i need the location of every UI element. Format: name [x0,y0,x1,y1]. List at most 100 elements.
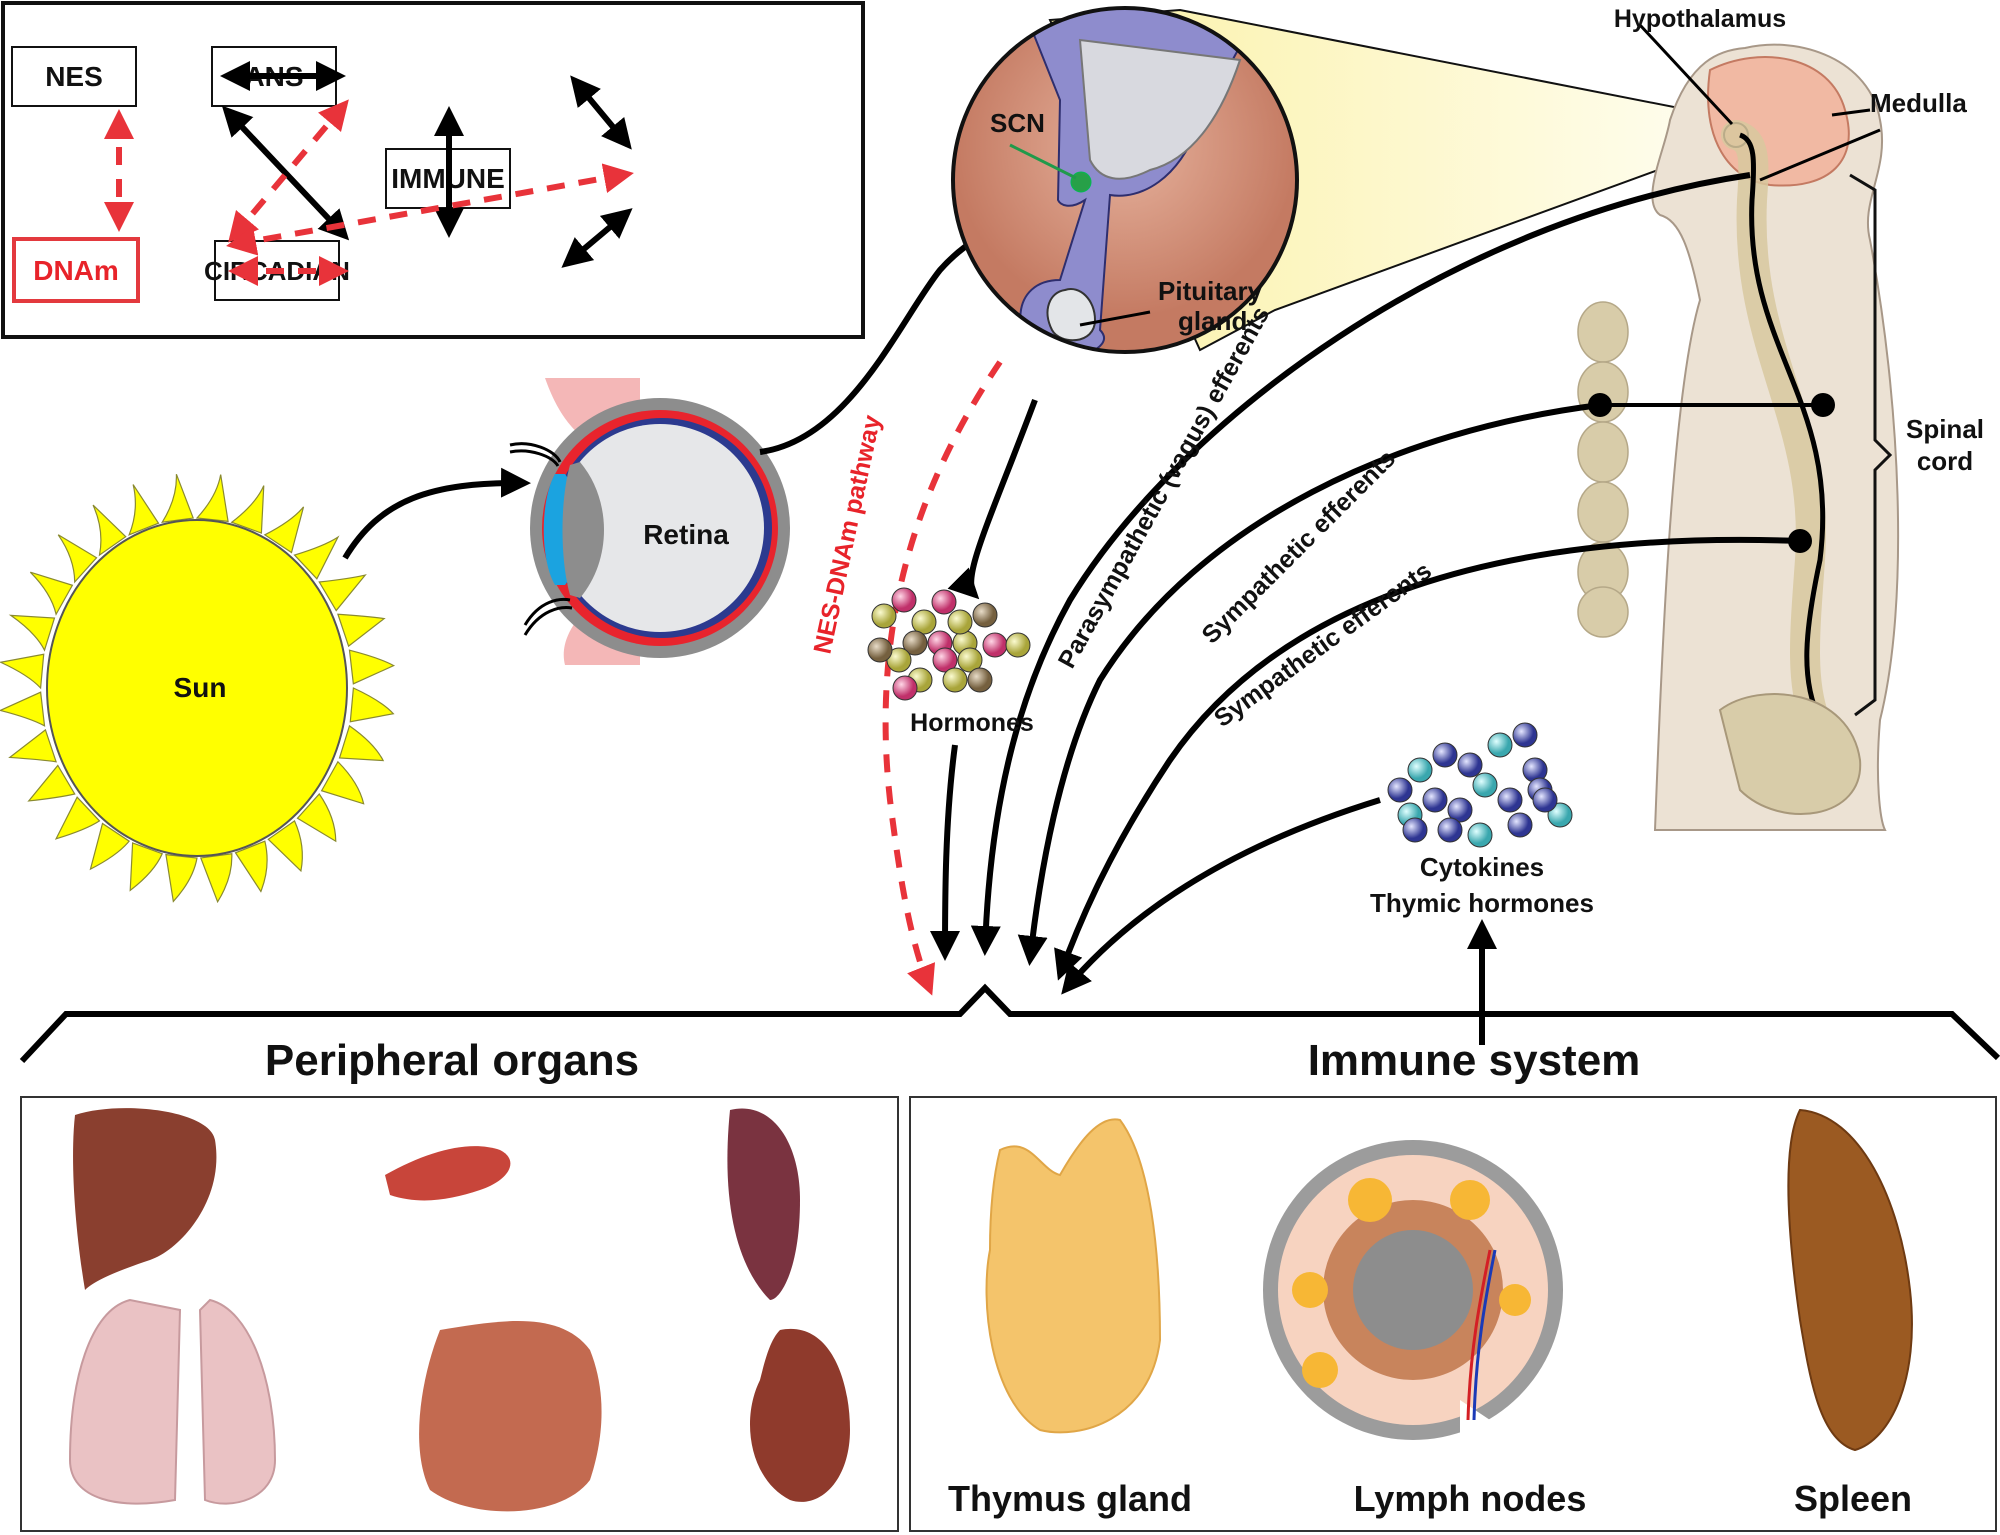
cytokines-to-organs-path [1061,797,1381,995]
sun-ray [349,687,395,723]
sun-illustration: Sun [0,473,396,904]
node-dnam-label: DNAm [33,255,119,286]
cytokine-sphere [1512,722,1538,748]
hormone-sphere [947,609,973,635]
spleen-image [1787,1108,1913,1452]
heart-image [727,1108,800,1300]
cytokine-sphere [1472,772,1498,798]
sun-ray [57,534,98,584]
arrow-dnam-immune [226,163,634,256]
medulla-label: Medulla [1870,88,1967,118]
hormones-label: Hormones [910,709,1034,737]
sun-ray [165,853,198,903]
immune-system-heading: Immune system [1308,1036,1641,1085]
muscle-image [385,1146,511,1201]
hormone-sphere [972,602,998,628]
sun-ray [128,484,160,536]
pituitary-label-line1: Pituitary [1158,276,1263,306]
peripheral-organs-panel [20,1096,899,1532]
cytokine-sphere [1487,732,1513,758]
pituitary-to-hormones-path [947,398,1038,600]
sun-ray [8,728,57,763]
spinal-cord-label-line1: Spinal [1906,414,1984,444]
hormone-sphere [982,632,1008,658]
arrow-ans-immune [570,75,632,150]
thymic-hormones-label: Thymic hormones [1370,888,1594,918]
sympathetic-path-2 [1054,536,1801,981]
sun-ray [338,724,385,762]
sympathetic-path-1 [1017,402,1601,966]
cytokine-sphere [1407,757,1433,783]
sun-ray [195,474,229,523]
intestines-image [419,1321,602,1512]
hormone-sphere [891,587,917,613]
sun-ray [54,796,101,840]
cytokine-sphere [1432,742,1458,768]
lymph-node-image [1263,1140,1563,1460]
sun-label: Sun [174,672,227,703]
sun-ray [8,614,56,652]
sun-ray [0,691,46,727]
sun-ray [267,820,303,873]
cytokine-sphere [1467,822,1493,848]
cytokines-cluster [1387,722,1573,848]
cytokines-label: Cytokines [1420,852,1544,882]
lymph-nodes-label: Lymph nodes [1354,1478,1587,1519]
sun-ray [296,793,337,843]
cytokine-sphere [1422,787,1448,813]
cytokine-sphere [1387,777,1413,803]
hormone-sphere [932,647,958,673]
cytokine-sphere [1532,787,1558,813]
sun-ray [293,535,340,580]
hormone-sphere [902,630,928,656]
cytokine-sphere [1447,797,1473,823]
sun-ray [318,574,367,612]
cytokine-sphere [1507,812,1533,838]
cytokine-sphere [1457,752,1483,778]
sun-ray [320,760,365,805]
eye-illustration: Retina [509,378,790,665]
sun-ray [263,506,305,554]
hormone-sphere [931,589,957,615]
parasympathetic-vagus-path [970,172,1751,956]
pituitary-label-line2: gland [1178,306,1247,336]
lungs-image [68,1298,277,1505]
hormone-sphere [867,637,893,663]
hormone-sphere [1005,632,1031,658]
sun-ray [234,840,268,893]
hormone-sphere [942,667,968,693]
spinal-cord-label-line2: cord [1917,446,1973,476]
hormones-cluster [867,587,1031,701]
scn-label: SCN [990,108,1045,138]
hormone-sphere [871,603,897,629]
sun-ray [89,822,131,871]
node-nes: NES [11,46,137,107]
hormones-to-organs-path [930,744,961,961]
node-nes-label: NES [45,61,103,92]
thymus-label: Thymus gland [948,1478,1192,1519]
sun-ray [92,504,127,557]
immune-system-panel: Thymus gland Lymph nodes Spleen [909,1096,1997,1532]
hypothalamus-label: Hypothalamus [1614,5,1786,33]
hormone-sphere [892,675,918,701]
cytokine-sphere [1437,817,1463,843]
sun-ray [0,653,45,690]
interaction-inset: NES ANS IMMUNE CIRCADIAN DNAm [1,1,865,339]
spleen-label: Spleen [1794,1478,1912,1519]
sun-ray [29,571,74,616]
hormone-sphere [957,647,983,673]
inset-arrows [104,61,634,286]
thymus-image [985,1118,1162,1434]
sun-ray [230,485,265,534]
sun-ray [129,842,164,892]
sun-ray [161,473,195,524]
kidney-image [750,1328,850,1502]
liver-image [73,1108,217,1290]
cytokine-sphere [1547,802,1573,828]
hormone-sphere [967,667,993,693]
retina-label: Retina [643,519,729,550]
peripheral-organs-heading: Peripheral organs [265,1036,639,1085]
node-dnam: DNAm [12,237,140,303]
sun-ray [348,649,396,685]
